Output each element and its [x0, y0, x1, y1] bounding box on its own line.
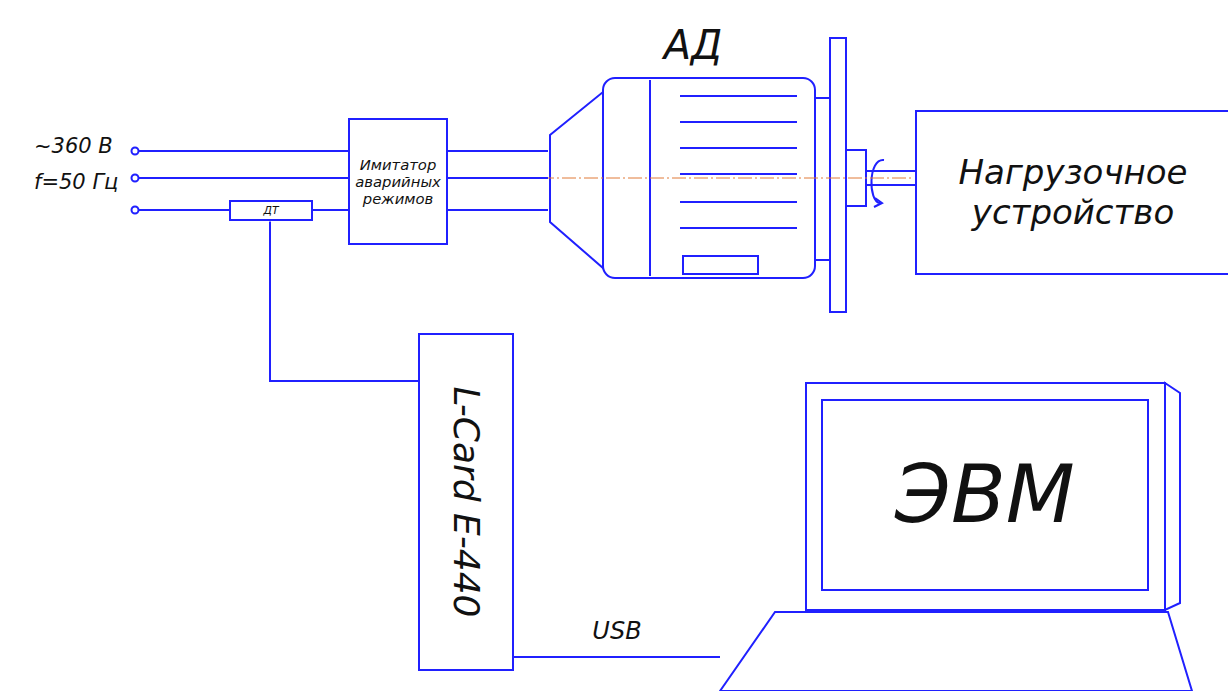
motor-rib: [680, 227, 797, 229]
shaft: [866, 160, 915, 207]
wire-connector: [448, 150, 548, 152]
wire: [139, 177, 348, 179]
motor-flange: [830, 38, 846, 312]
shape-label: ЭВМ: [895, 449, 1075, 541]
motor-rib: [680, 147, 797, 149]
laptop-base: [720, 612, 1192, 691]
load-device-box: Нагрузочное устройство: [915, 110, 1228, 275]
rotation-arrow-head: [874, 198, 882, 207]
adc-module-box: L-Card E-440: [418, 333, 514, 671]
current-sensor-box: ДТ: [229, 200, 313, 222]
simulator-box: Имитатор аварийных режимов: [348, 118, 448, 245]
terminal: [132, 148, 139, 155]
motor-cone: [550, 92, 603, 268]
box-label: ДТ: [263, 205, 278, 217]
shape-label: АД: [664, 22, 723, 68]
box-label: Имитатор аварийных режимов: [355, 156, 441, 207]
laptop-side: [1165, 383, 1180, 610]
terminal: [132, 175, 139, 182]
laptop-screen: [822, 400, 1148, 590]
motor-foot: [683, 256, 758, 274]
wire-connector: [866, 170, 915, 172]
connection-label: USB: [590, 618, 643, 646]
motor-rib: [680, 173, 797, 175]
wire-connector: [313, 209, 348, 211]
wire-connector: [448, 209, 548, 211]
wire: [139, 150, 348, 152]
motor-rib: [680, 95, 797, 97]
rotation-arrow: [871, 160, 884, 203]
motor-rib: [680, 201, 797, 203]
motor: АД: [548, 20, 866, 315]
wire: [139, 209, 229, 211]
box-label: Нагрузочное устройство: [927, 153, 1219, 231]
terminal: [132, 207, 139, 214]
supply-parameter: f=50 Гц: [34, 170, 118, 194]
laptop-drawing: [720, 383, 1192, 691]
supply-parameter: ~360 В: [34, 134, 113, 158]
wire-connector: [514, 656, 720, 658]
laptop-screen-frame: [806, 383, 1165, 610]
wire-connector: [270, 221, 418, 381]
motor-rib: [680, 121, 797, 123]
motor-end-plate: [815, 98, 830, 260]
shaft-line: [866, 184, 915, 186]
box-label: L-Card E-440: [445, 387, 486, 618]
motor-drawing: [550, 38, 866, 312]
wire-connector: [448, 177, 548, 179]
computer: ЭВМ: [720, 383, 1190, 691]
